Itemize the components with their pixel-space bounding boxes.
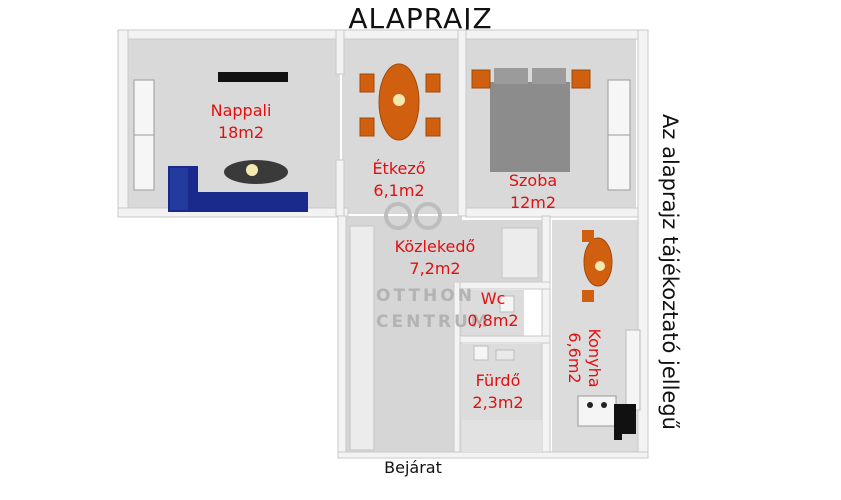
room-name: Szoba bbox=[508, 171, 558, 190]
room-area: 12m2 bbox=[509, 193, 557, 212]
watermark-top: OTTHON bbox=[376, 286, 475, 306]
bathroom-fixtures bbox=[462, 295, 542, 452]
bedroom-furniture bbox=[471, 68, 591, 172]
room-name: Étkező bbox=[372, 159, 426, 178]
room-label-konyha: Konyha 6,6m2 bbox=[564, 328, 604, 387]
room-label-kozlekedo: Közlekedő 7,2m2 bbox=[380, 236, 490, 280]
room-name: Konyha bbox=[585, 328, 604, 388]
room-name: Nappali bbox=[210, 101, 272, 120]
room-name: Wc bbox=[480, 289, 506, 308]
room-label-etkezo: Étkező 6,1m2 bbox=[354, 158, 444, 202]
hallway-items bbox=[349, 225, 539, 451]
room-label-nappali: Nappali 18m2 bbox=[196, 100, 286, 144]
room-name: Közlekedő bbox=[394, 237, 476, 256]
room-name: Fürdő bbox=[475, 371, 521, 390]
living-room-furniture bbox=[168, 72, 308, 212]
room-area: 18m2 bbox=[217, 123, 265, 142]
room-area: 2,3m2 bbox=[472, 393, 524, 412]
entrance-label: Bejárat bbox=[384, 458, 442, 477]
room-area: 0,8m2 bbox=[467, 311, 519, 330]
room-label-furdo: Fürdő 2,3m2 bbox=[458, 370, 538, 414]
watermark-bottom: CENTRUM bbox=[376, 312, 491, 332]
walls bbox=[117, 29, 649, 459]
dining-furniture bbox=[359, 63, 441, 141]
room-label-wc: Wc 0,8m2 bbox=[458, 288, 528, 332]
room-area: 6,1m2 bbox=[373, 181, 425, 200]
watermark-logo bbox=[384, 202, 442, 230]
kitchen-furniture bbox=[577, 230, 641, 440]
disclaimer-note: Az alaprajz tájékoztató jellegű bbox=[658, 114, 682, 430]
windows bbox=[133, 79, 631, 191]
room-label-szoba: Szoba 12m2 bbox=[488, 170, 578, 214]
room-area: 7,2m2 bbox=[409, 259, 461, 278]
room-area: 6,6m2 bbox=[565, 332, 584, 384]
